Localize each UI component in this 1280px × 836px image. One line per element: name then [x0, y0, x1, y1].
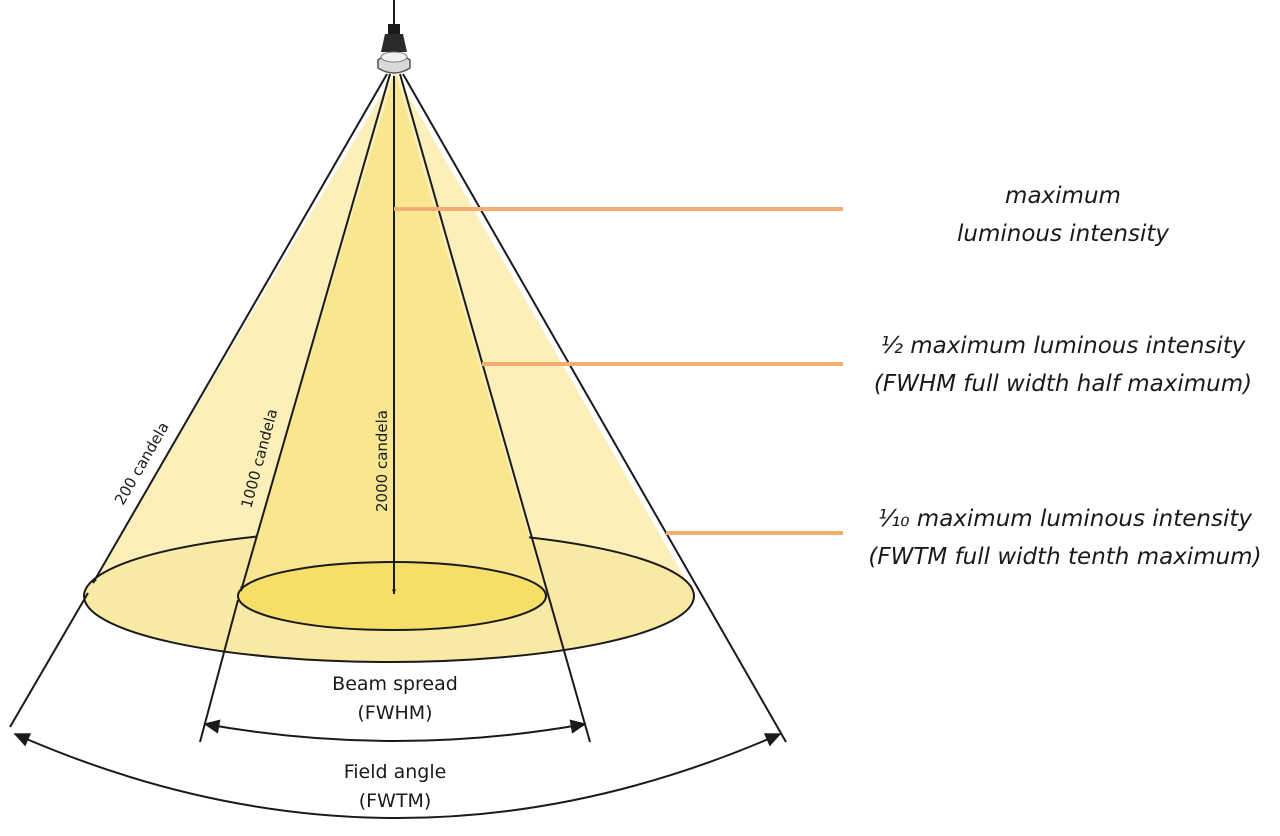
field-angle-arc	[13, 733, 782, 819]
beam-spread-line2: (FWHM)	[357, 702, 433, 724]
mid-cone-right-edge	[399, 73, 591, 743]
label-maximum-line1: maximum	[1005, 183, 1121, 209]
label-beam-spread: Beam spread (FWHM)	[300, 670, 490, 728]
beam-spread-line1: Beam spread	[332, 673, 458, 695]
mid-cone	[238, 72, 546, 596]
mid-cone-left-extension	[199, 599, 239, 743]
inner-ellipse	[237, 561, 547, 631]
outer-cone-left-extension	[9, 592, 89, 728]
field-angle-line1: Field angle	[343, 761, 447, 783]
label-tenth-intensity: ⅒ maximum luminous intensity (FWTM full …	[852, 500, 1278, 576]
outer-cone-left-edge	[92, 73, 388, 584]
label-tenth-line1: ⅒ maximum luminous intensity	[877, 506, 1253, 532]
ray-label-2000: 2000 candela	[373, 410, 391, 512]
light-bulb-icon	[377, 0, 411, 74]
label-maximum-line2: luminous intensity	[957, 221, 1169, 247]
label-field-angle: Field angle (FWTM)	[300, 758, 490, 816]
label-half-line2: (FWHM full width half maximum)	[873, 371, 1253, 397]
mid-cone-left-edge	[240, 73, 391, 592]
label-half-intensity: ½ maximum luminous intensity (FWHM full …	[852, 327, 1274, 403]
outer-cone-right-edge	[402, 73, 787, 743]
label-maximum-intensity: maximum luminous intensity	[900, 177, 1226, 253]
label-tenth-line2: (FWTM full width tenth maximum)	[868, 544, 1262, 570]
label-half-line1: ½ maximum luminous intensity	[880, 333, 1246, 359]
field-angle-line2: (FWTM)	[358, 790, 432, 812]
